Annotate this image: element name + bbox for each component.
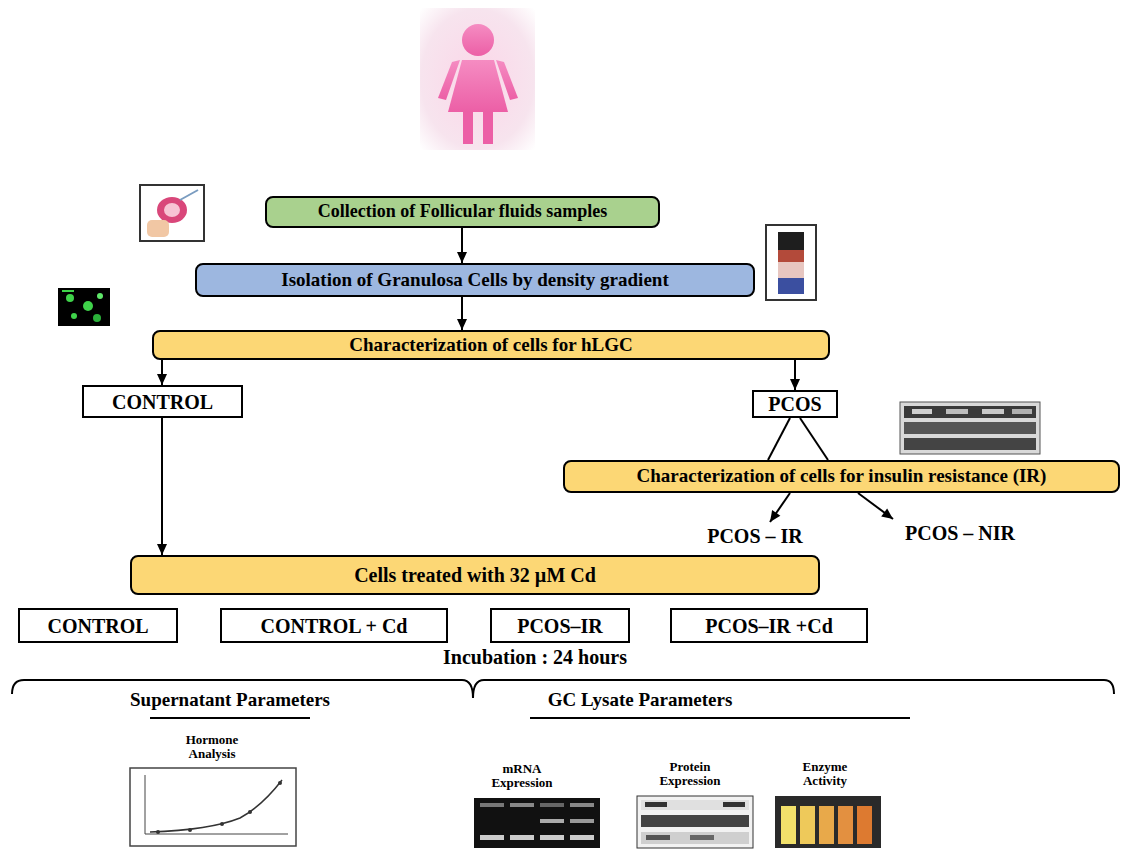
arrow-head	[157, 544, 167, 555]
process-box: CONTROL	[18, 608, 178, 643]
connector-line	[800, 418, 828, 460]
connector-arrow	[770, 493, 790, 522]
process-box: Characterization of cells for insulin re…	[563, 460, 1120, 493]
process-box: CONTROL	[82, 385, 243, 418]
box-label: Characterization of cells for insulin re…	[637, 466, 1047, 487]
box-label: Characterization of cells for hLGC	[349, 335, 633, 356]
connector-arrow	[790, 360, 800, 390]
process-box: Collection of Follicular fluids samples	[265, 196, 660, 228]
process-box: Cells treated with 32 µM Cd	[130, 555, 820, 595]
arrow-head	[790, 379, 800, 390]
arrow-head	[770, 510, 780, 522]
connector-arrow	[858, 493, 893, 519]
connector-arrow	[457, 297, 467, 330]
arrow-head	[457, 319, 467, 330]
protein-blot	[637, 796, 753, 848]
sample-collection-icon	[140, 185, 204, 241]
process-box: PCOS–IR	[490, 608, 630, 643]
process-box: CONTROL + Cd	[220, 608, 448, 643]
density-gradient-tube	[766, 225, 816, 300]
arrow-head	[157, 374, 167, 385]
enzyme-cuvettes	[775, 796, 881, 848]
box-label: Collection of Follicular fluids samples	[318, 202, 608, 222]
box-label: CONTROL	[112, 391, 213, 413]
connector-line	[768, 418, 790, 460]
panel-caption: Enzyme Activity	[785, 760, 865, 789]
underline	[150, 718, 910, 719]
process-box: Isolation of Granulosa Cells by density …	[195, 263, 755, 297]
box-label: PCOS–IR	[517, 615, 603, 637]
process-box: PCOS–IR +Cd	[670, 608, 868, 643]
connector-arrow	[157, 418, 167, 555]
box-label: CONTROL	[47, 615, 148, 637]
connector-arrow	[157, 360, 167, 385]
arrow-head	[881, 508, 893, 519]
section-heading: Incubation : 24 hours	[385, 646, 685, 668]
panel-caption: Hormone Analysis	[172, 733, 252, 762]
connector-arrow	[457, 228, 467, 263]
box-label: Isolation of Granulosa Cells by density …	[281, 270, 668, 291]
process-box: PCOS	[752, 390, 838, 418]
panel-caption: mRNA Expression	[482, 762, 562, 791]
mrna-gel	[474, 798, 600, 848]
western-blot-image	[900, 402, 1040, 454]
box-label: PCOS–IR +Cd	[705, 615, 833, 637]
section-heading: Supernatant Parameters	[100, 690, 360, 711]
panel-caption: Protein Expression	[650, 760, 730, 789]
box-label: Cells treated with 32 µM Cd	[354, 564, 596, 586]
hormone-chart	[130, 768, 296, 846]
fluorescence-image	[58, 288, 110, 326]
text-node: PCOS – NIR	[885, 519, 1035, 547]
woman-icon	[420, 8, 535, 150]
box-label: CONTROL + Cd	[261, 615, 408, 637]
arrow-head	[457, 252, 467, 263]
box-label: PCOS – IR	[707, 525, 803, 547]
text-node: PCOS – IR	[695, 522, 815, 550]
box-label: PCOS – NIR	[905, 522, 1015, 544]
section-heading: GC Lysate Parameters	[490, 690, 790, 711]
box-label: PCOS	[768, 393, 821, 415]
process-box: Characterization of cells for hLGC	[152, 330, 830, 360]
